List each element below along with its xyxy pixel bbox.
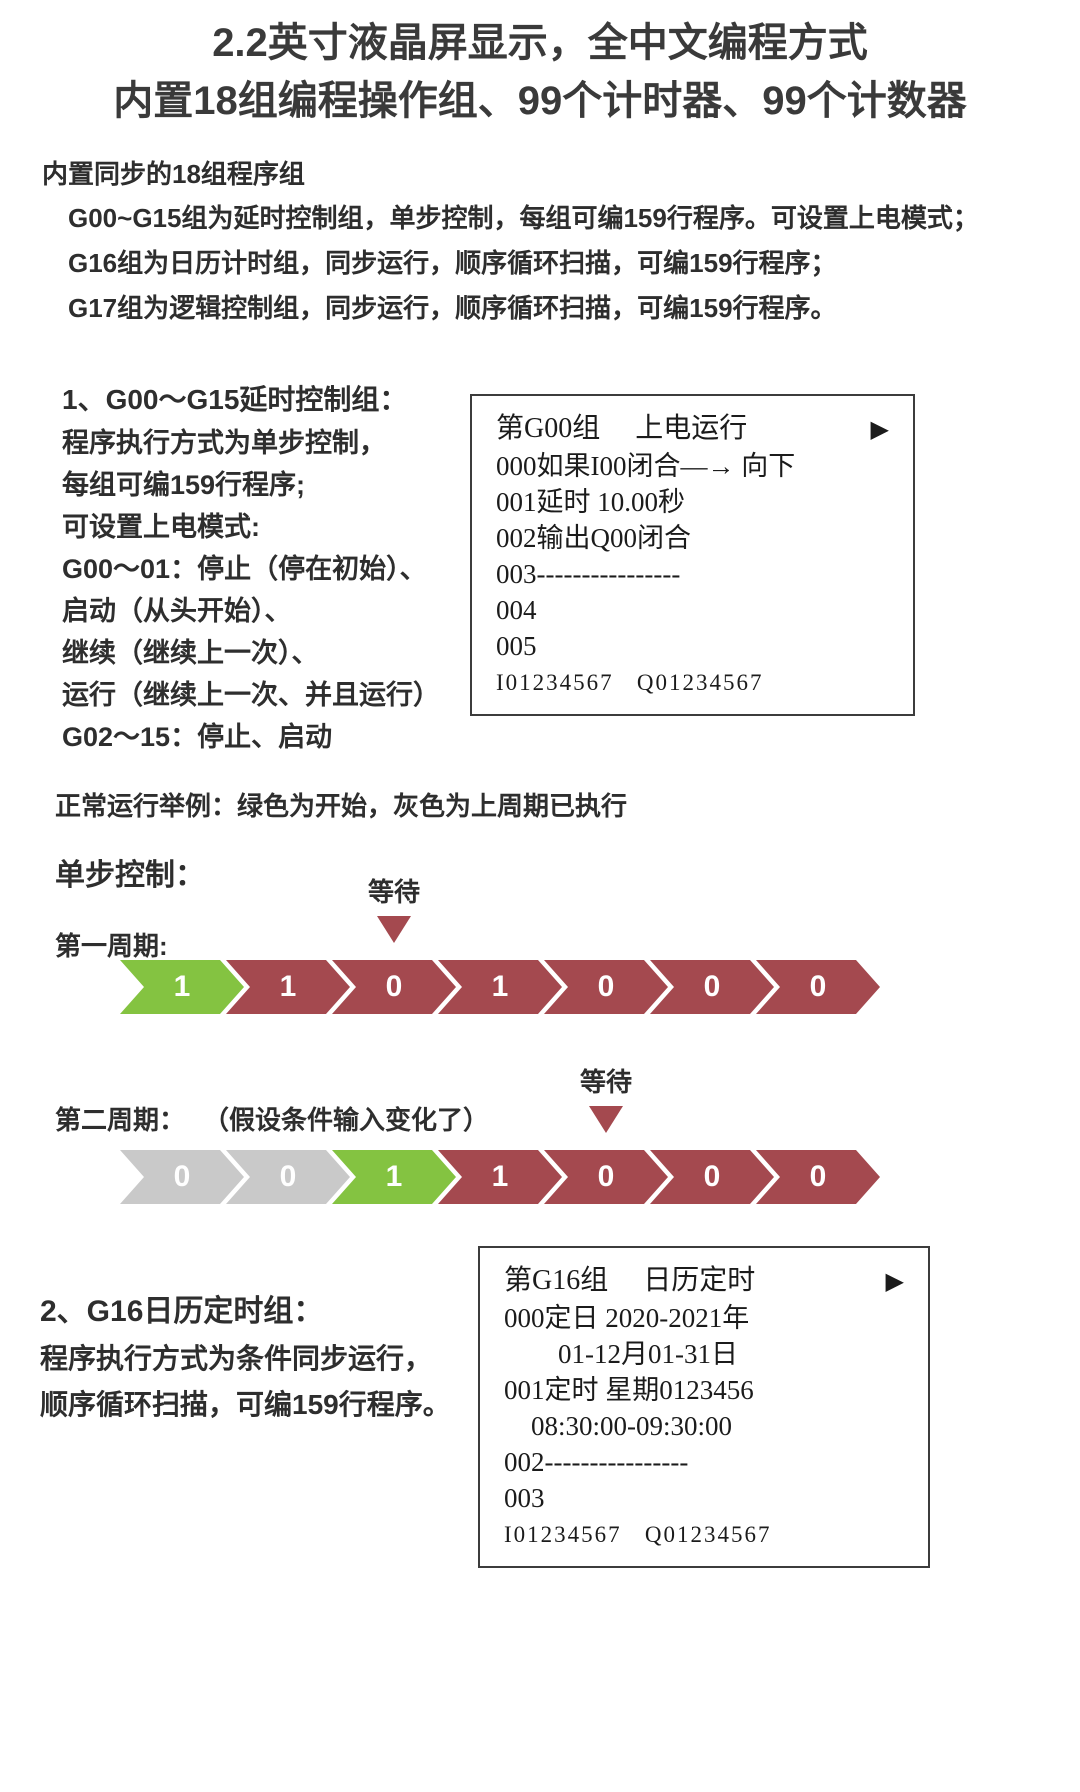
step-value: 0 [173,1160,191,1193]
step-value: 1 [491,1160,509,1193]
cycle2-sublabel: （假设条件输入变化了） [203,1105,490,1135]
step-cell: 0 [650,1150,774,1204]
step-cell: 0 [226,1150,350,1204]
title-line-2: 内置18组编程操作组、99个计时器、99个计数器 [113,79,967,123]
cycle1-step-row: 1 1 0 1 0 0 0 [120,960,880,1014]
step-value: 0 [279,1160,297,1193]
lcd-header: 第G16组 日历定时 ▶ [504,1262,908,1300]
lcd-io-footer: I01234567 Q01234567 [504,1522,772,1547]
section2-line: 顺序循环扫描，可编159行程序。 [40,1389,451,1420]
lcd-screen-g16: 第G16组 日历定时 ▶ 000定日 2020-2021年 01-12月01-3… [478,1246,930,1568]
wait-arrow-icon [377,916,411,943]
wait-marker-1: 等待 [349,872,439,943]
step-value: 0 [597,970,615,1003]
intro-lines: G00~G15组为延时控制组，单步控制，每组可编159行程序。可设置上电模式； … [42,196,1022,331]
step-value: 0 [385,970,403,1003]
lcd-line: 000如果I00闭合—→ 向下 [496,451,796,481]
lcd-line: 01-12月01-31日 [504,1339,738,1369]
lcd-io-footer: I01234567 Q01234567 [496,670,764,695]
lcd-line: 005 [496,631,537,661]
lcd-line: 003---------------- [496,559,681,589]
cycle2-label-row: 第二周期： （假设条件输入变化了） [55,1100,489,1137]
play-arrow-icon: ▶ [870,415,889,443]
cycle2-step-row: 0 0 1 1 0 0 0 [120,1150,880,1204]
step-cell: 0 [544,1150,668,1204]
intro-heading: 内置同步的18组程序组 [42,159,305,189]
lcd-header: 第G00组 上电运行 ▶ [496,410,893,448]
step-cell: 1 [120,960,244,1014]
lcd-line: 004 [496,595,537,625]
step-value: 0 [809,1160,827,1193]
step-cell: 0 [756,960,880,1014]
lcd-line: 002输出Q00闭合 [496,523,691,553]
play-arrow-icon: ▶ [885,1267,904,1295]
lcd-screen-g00: 第G00组 上电运行 ▶ 000如果I00闭合—→ 向下 001延时 10.00… [470,394,915,716]
section1-line: G02～15：停止、启动 [62,722,333,752]
lcd-line: 001定时 星期0123456 [504,1375,754,1405]
section1-line: 启动（从头开始）、 [62,596,292,626]
intro-line: G16组为日历计时组，同步运行，顺序循环扫描，可编159行程序； [68,248,837,278]
example-note: 正常运行举例：绿色为开始，灰色为上周期已执行 [55,791,628,821]
step-value: 1 [385,1160,403,1193]
step-cell: 0 [120,1150,244,1204]
intro-line: G00~G15组为延时控制组，单步控制，每组可编159行程序。可设置上电模式； [68,203,979,233]
step-value: 0 [703,970,721,1003]
lcd-header-title: 第G16组 日历定时 [504,1265,756,1296]
step-cell: 0 [756,1150,880,1204]
section1-line: 可设置上电模式: [62,512,260,542]
intro-block: 内置同步的18组程序组 G00~G15组为延时控制组，单步控制，每组可编159行… [42,152,1022,331]
intro-line: G17组为逻辑控制组，同步运行，顺序循环扫描，可编159行程序。 [68,293,837,323]
wait-label: 等待 [579,1067,632,1097]
step-cell: 1 [438,1150,562,1204]
wait-marker-2: 等待 [561,1062,651,1133]
lcd-line: 003 [504,1483,545,1513]
step-value: 0 [703,1160,721,1193]
cycle1-label: 第一周期: [55,931,168,961]
section2-line: 程序执行方式为条件同步运行， [40,1343,433,1374]
section1-line: 继续（继续上一次）、 [62,638,319,668]
section2-text: 2、G16日历定时组： 程序执行方式为条件同步运行， 顺序循环扫描，可编159行… [40,1288,460,1428]
step-cell: 0 [332,960,456,1014]
step-control-heading: 单步控制： [55,859,205,892]
step-value: 0 [597,1160,615,1193]
step-value: 1 [279,970,297,1003]
step-value: 1 [491,970,509,1003]
step-cell: 1 [226,960,350,1014]
step-value: 0 [809,970,827,1003]
section2-heading: 2、G16日历定时组： [40,1295,324,1328]
lcd-line: 08:30:00-09:30:00 [504,1411,732,1441]
section1-heading: 1、G00～G15延时控制组： [62,384,408,415]
section1-line: 每组可编159行程序; [62,470,306,500]
section1-line: G00～01：停止（停在初始）、 [62,554,427,584]
lcd-header-title: 第G00组 上电运行 [496,413,748,444]
section1-text: 1、G00～G15延时控制组： 程序执行方式为单步控制， 每组可编159行程序;… [62,378,467,758]
lcd-line: 002---------------- [504,1447,689,1477]
step-cell: 1 [332,1150,456,1204]
wait-arrow-icon [589,1106,623,1133]
lcd-line: 001延时 10.00秒 [496,487,685,517]
step-cell: 1 [438,960,562,1014]
section1-line: 程序执行方式为单步控制， [62,428,386,458]
step-value: 1 [173,970,191,1003]
step-cell: 0 [544,960,668,1014]
section1-line: 运行（继续上一次、并且运行） [62,680,440,710]
step-cell: 0 [650,960,774,1014]
title-line-1: 2.2英寸液晶屏显示，全中文编程方式 [212,21,868,65]
wait-label: 等待 [367,877,420,907]
lcd-line: 000定日 2020-2021年 [504,1303,750,1333]
cycle2-label: 第二周期： [55,1105,186,1135]
page-title: 2.2英寸液晶屏显示，全中文编程方式 内置18组编程操作组、99个计时器、99个… [0,14,1080,130]
